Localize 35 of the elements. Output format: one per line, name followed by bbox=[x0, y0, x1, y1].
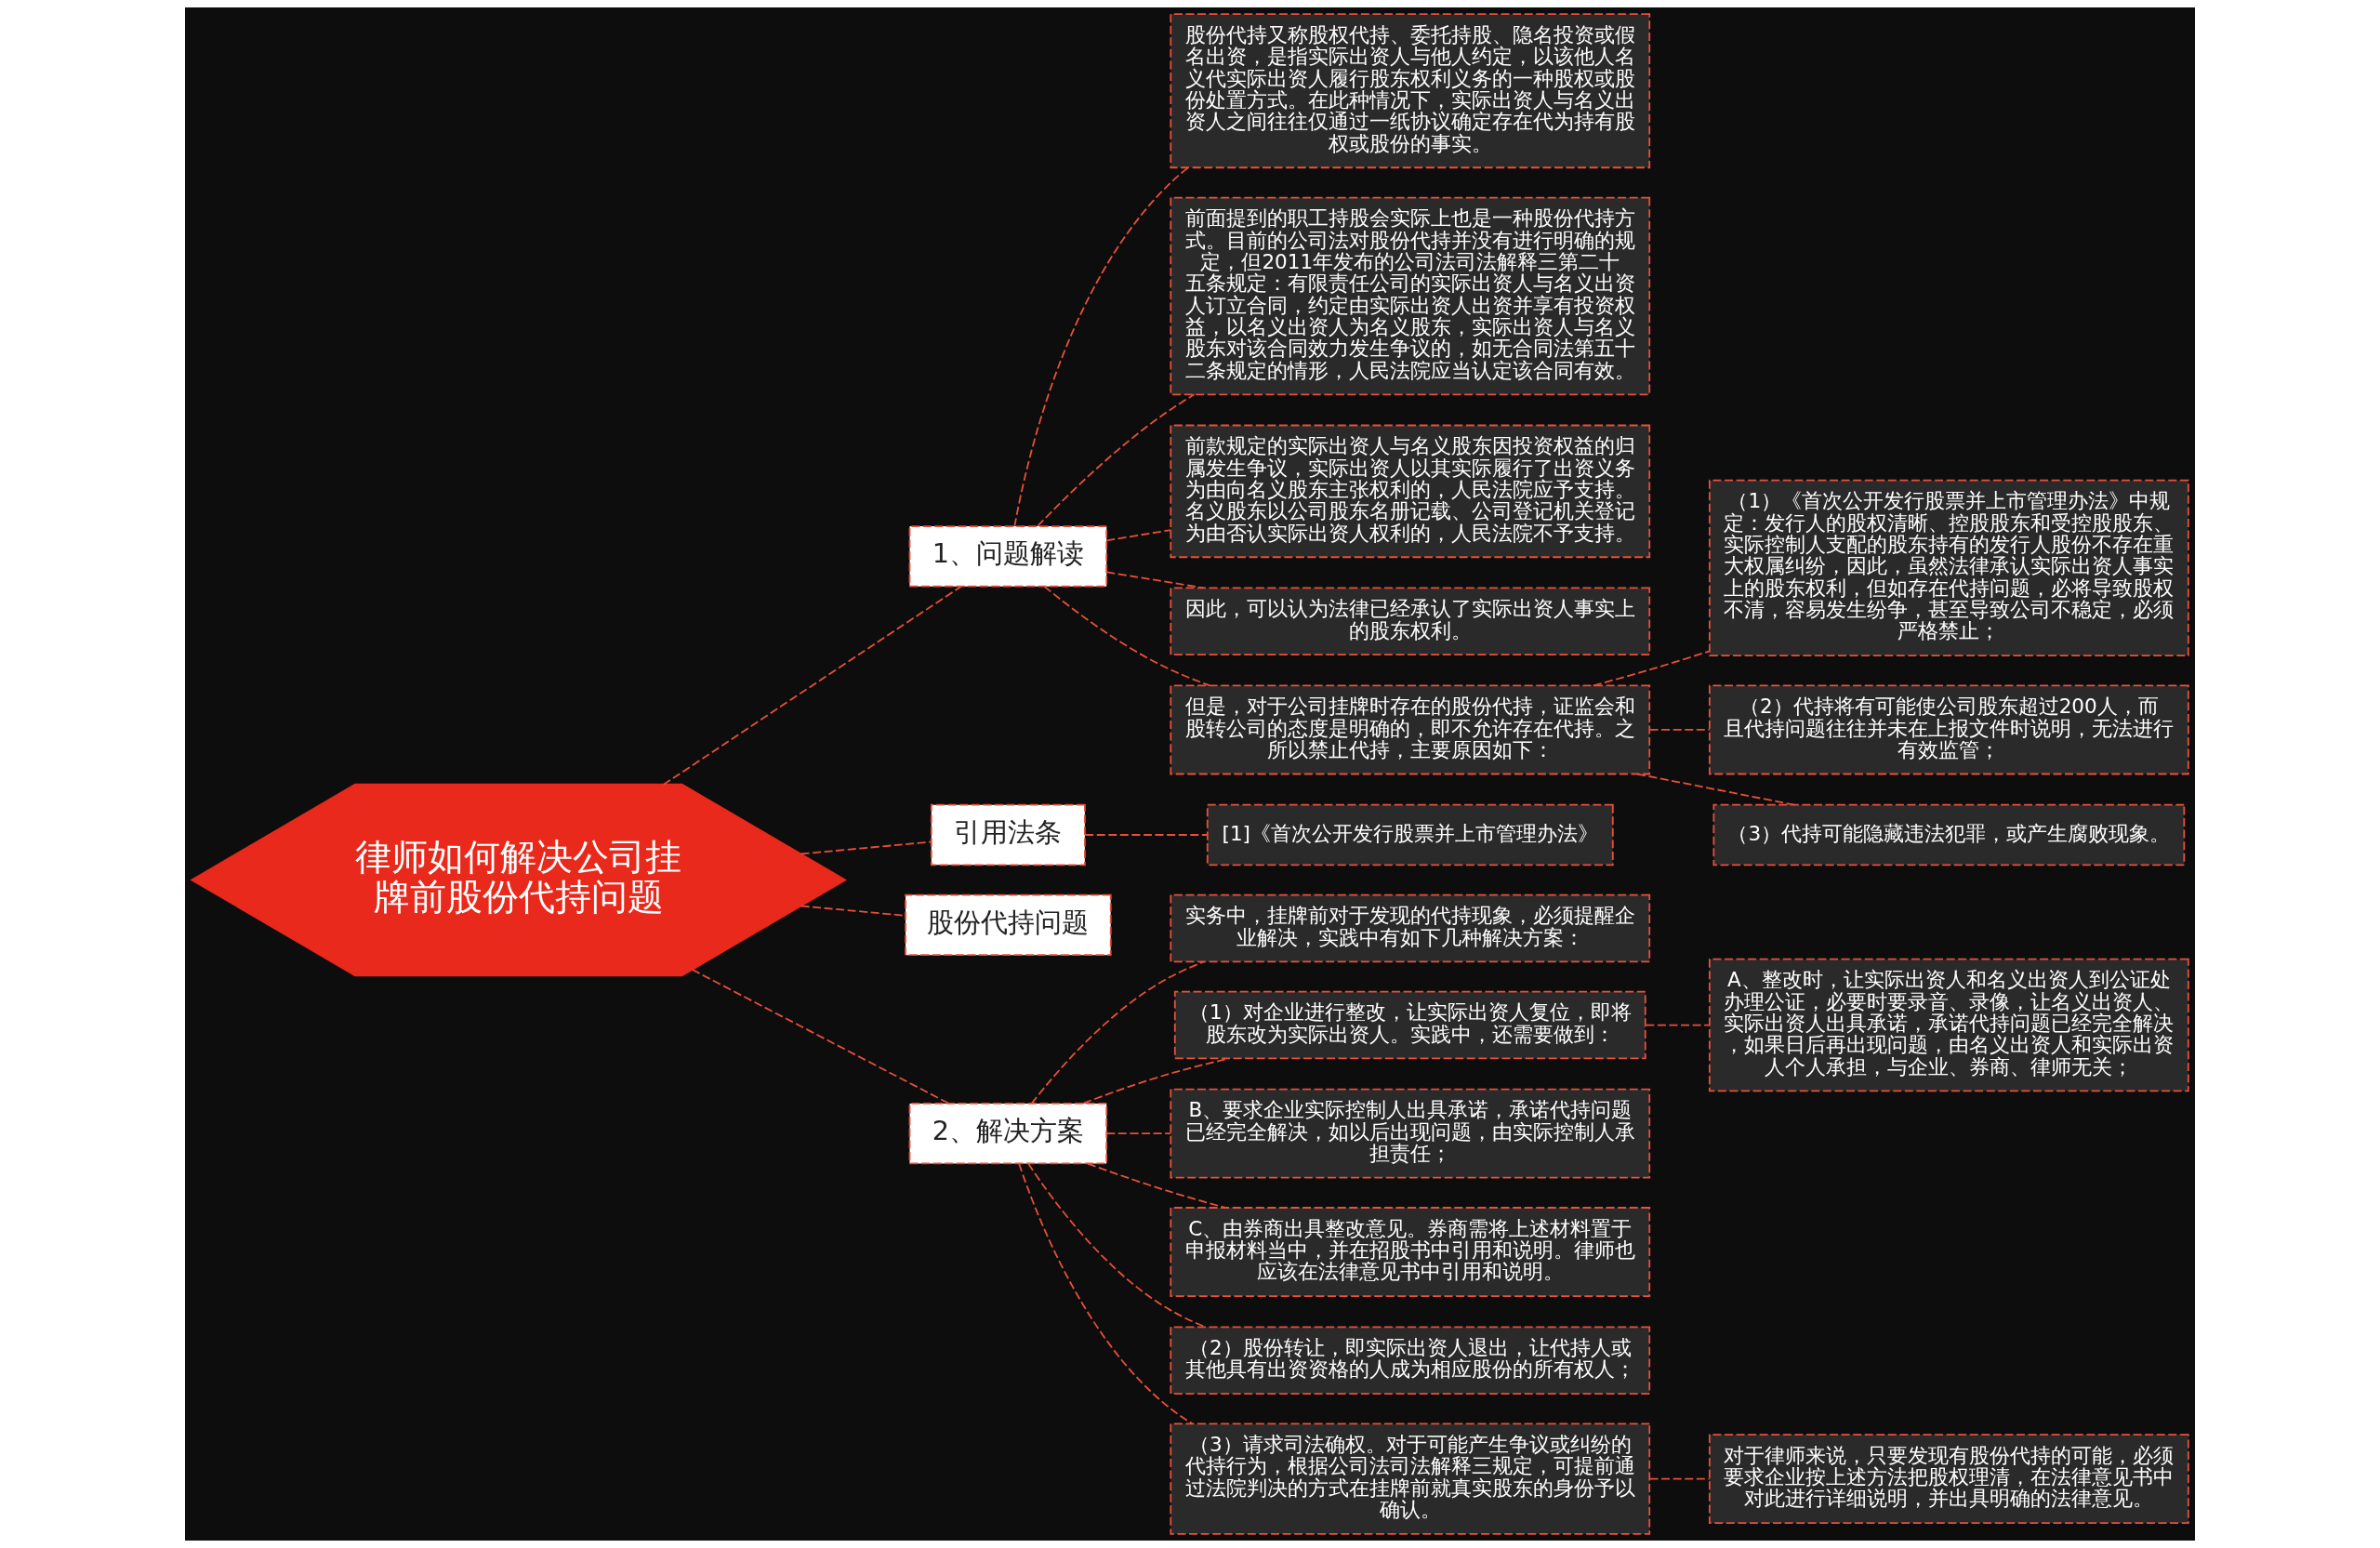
connector bbox=[800, 840, 932, 855]
node-box: 因此，可以认为法律已经承认了实际出资人事实上的股东权利。 bbox=[1170, 587, 1651, 656]
connector bbox=[1105, 529, 1172, 542]
connector bbox=[662, 586, 962, 786]
node-box: （3）代持可能隐藏违法犯罪，或产生腐败现象。 bbox=[1712, 803, 2186, 867]
connector bbox=[1648, 1477, 1711, 1480]
node-box: （2）股份转让，即实际出资人退出，让代持人或其他具有出资资格的人成为相应股份的所有权人； bbox=[1170, 1326, 1651, 1395]
connector bbox=[1018, 1162, 1194, 1424]
connector bbox=[1105, 571, 1205, 589]
node-box: 2、解决方案 bbox=[908, 1103, 1108, 1165]
connector bbox=[691, 969, 950, 1105]
node-box: C、由券商出具整改意见。券商需将上述材料置于申报材料当中，并在招股书中引用和说明。律师也应该在法律意见书中引用和说明。 bbox=[1170, 1207, 1651, 1297]
node-box: 但是，对于公司挂牌时存在的股份代持，证监会和股转公司的态度是明确的，即不允许存在代持。之所以禁止代持，主要原因如下： bbox=[1170, 684, 1651, 775]
connector bbox=[1013, 166, 1189, 527]
node-box: B、要求企业实际控制人出具承诺，承诺代持问题已经完全解决，如以后出现问题，由实际控制人承担责任； bbox=[1170, 1088, 1651, 1179]
node-box: （1）《首次公开发行股票并上市管理办法》中规定：发行人的股权清晰、控股股东和受控股股东、实际控制人支配的股东持有的发行人股份不存在重大权属纠纷，因此，虽然法律承认实际出资人事实上的股东权利，但如存在代持问题，必将导致股权不清，容易发生纷争，甚至导致公司不稳定，必须严格禁止； bbox=[1708, 479, 2189, 656]
connector bbox=[1030, 960, 1206, 1105]
node-box: [1]《首次公开发行股票并上市管理办法》 bbox=[1206, 803, 1614, 867]
node-box: 引用法条 bbox=[930, 803, 1086, 867]
connector bbox=[1645, 1024, 1711, 1026]
connector bbox=[1084, 834, 1209, 836]
connector bbox=[1105, 1132, 1172, 1135]
node-box: （1）对企业进行整改，让实际出资人复位，即将股东改为实际出资人。实践中，还需要做到： bbox=[1173, 990, 1646, 1060]
node-box: 对于律师来说，只要发现有股份代持的可能，必须要求企业按上述方法把股权理清，在法律意见书中对此进行详细说明，并出具明确的法律意见。 bbox=[1708, 1434, 2189, 1525]
node-box: （2）代持将有可能使公司股东超过200人，而且代持问题往往并未在上报文件时说明，无法进行有效监管； bbox=[1708, 684, 2189, 775]
connector bbox=[1037, 393, 1196, 527]
node-box: 前款规定的实际出资人与名义股东因投资权益的归属发生争议，实际出资人以其实际履行了出资义务为由向名义股东主张权利的，人民法院应予支持。名义股东以公司股东名册记载、公司登记机关登记为由否认实际出资人权利的，人民法院不予支持。 bbox=[1170, 424, 1651, 559]
node-box: 实务中，挂牌前对于发现的代持现象，必须提醒企业解决，实践中有如下几种解决方案： bbox=[1170, 893, 1651, 963]
connector bbox=[1648, 729, 1711, 731]
node-box: （3）请求司法确权。对于可能产生争议或纠纷的代持行为，根据公司法司法解释三规定，可提前通过法院判决的方式在挂牌前就真实股东的身份予以确认。 bbox=[1170, 1422, 1651, 1535]
node-box: 前面提到的职工持股会实际上也是一种股份代持方式。目前的公司法对股份代持并没有进行明确的规定，但2011年发布的公司法司法解释三第二十五条规定：有限责任公司的实际出资人与名义出资人订立合同，约定由实际出资人出资并享有投资权益，以名义出资人为名义股东，实际出资人与名义股东对该合同效力发生争议的，如无合同法第五十二条规定的情形，人民法院应当认定该合同有效。 bbox=[1170, 196, 1651, 396]
node-box: A、整改时，让实际出资人和名义出资人到公证处办理公证，必要时要录音、录像，让名义出资人、实际出资人出具承诺，承诺代持问题已经完全解决，如果日后再出现问题，由名义出资人和实际出资人个人承担，与企业、券商、律师无关； bbox=[1708, 958, 2189, 1092]
node-box: 1、问题解读 bbox=[908, 525, 1108, 588]
node-box: 股份代持问题 bbox=[905, 893, 1112, 957]
node-box: 股份代持又称股权代持、委托持股、隐名投资或假名出资，是指实际出资人与他人约定，以该他人名义代实际出资人履行股东权利义务的一种股权或股份处置方式。在此种情况下，实际出资人与名义出资人之间往往仅通过一纸协议确定存在代为持有股权或股份的事实。 bbox=[1170, 13, 1651, 169]
